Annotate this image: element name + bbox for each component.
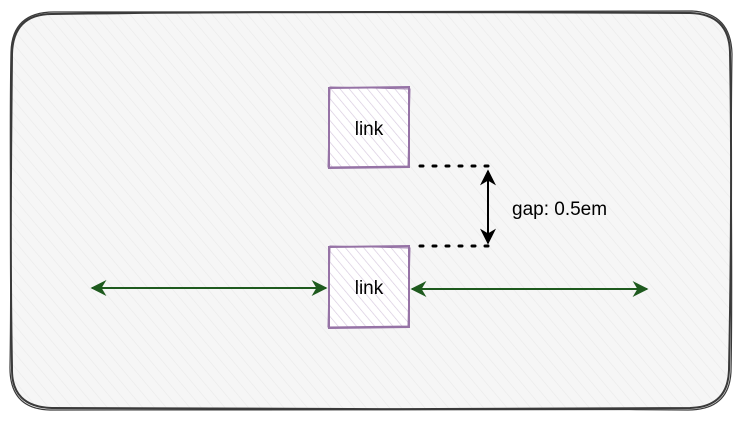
container (9, 10, 733, 411)
link-box-top-label: link (355, 119, 384, 140)
link-box-bottom: link (327, 244, 411, 330)
gap-label: gap: 0.5em (512, 199, 607, 220)
container-hatch (10, 12, 732, 410)
link-box-top: link (327, 85, 411, 170)
container-border-sketch (9, 10, 733, 411)
link-box-top-hatch (329, 88, 409, 167)
link-box-bottom-border-sketch (327, 245, 411, 328)
link-box-top-border-sketch (327, 86, 411, 168)
link-box-bottom-hatch (329, 247, 409, 327)
link-box-bottom-label: link (355, 278, 384, 299)
